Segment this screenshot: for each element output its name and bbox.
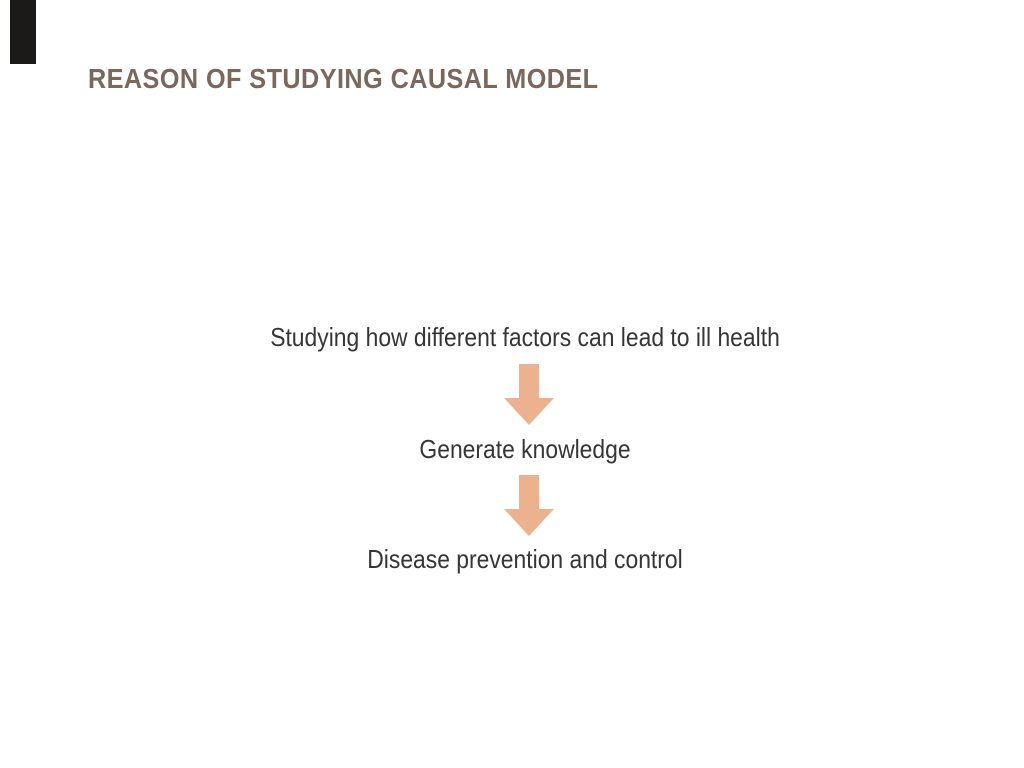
flow-step-cause: Studying how different factors can lead … [270,322,780,352]
arrow-head [504,398,554,425]
arrow-shaft [519,475,539,509]
arrow-shaft [519,364,539,398]
corner-ribbon [10,0,36,64]
down-arrow-icon [504,475,554,536]
arrow-head [504,509,554,536]
flow-step-knowledge: Generate knowledge [419,434,631,464]
slide-title: REASON OF STUDYING CAUSAL MODEL [88,63,599,94]
flow-step-prevention: Disease prevention and control [367,544,683,574]
down-arrow-icon [504,364,554,425]
